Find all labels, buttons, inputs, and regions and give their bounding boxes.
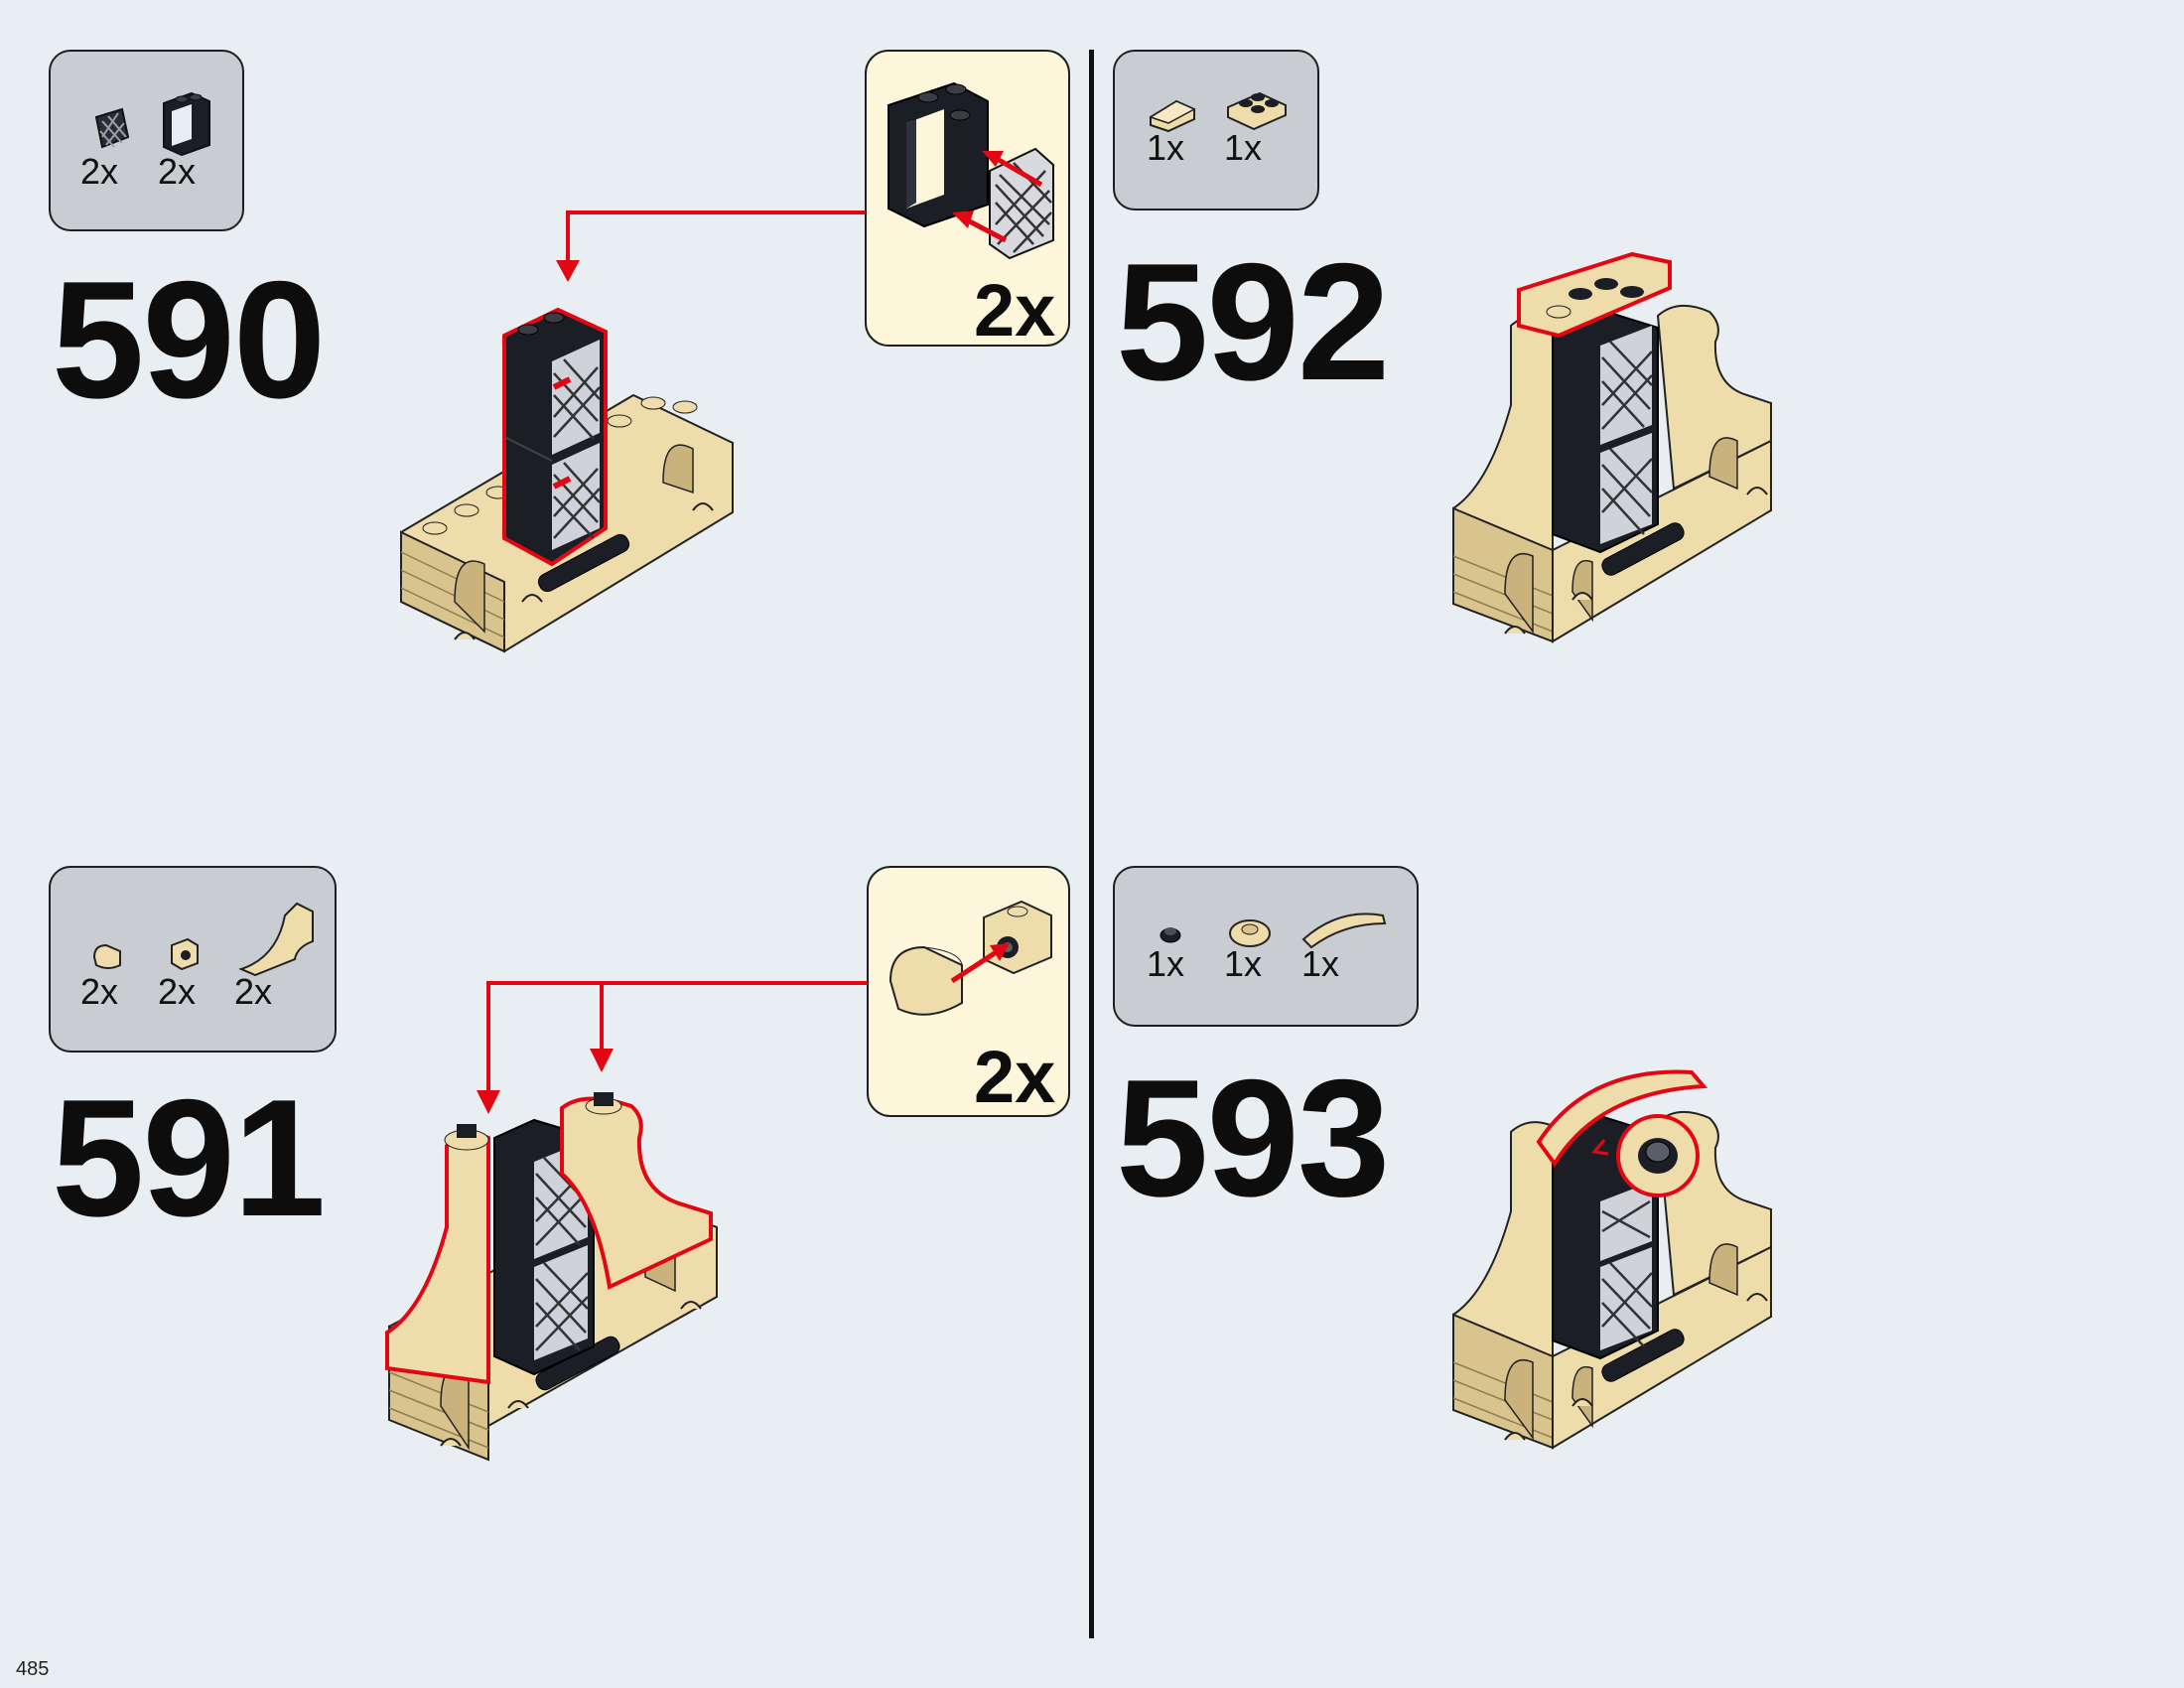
round-plate-icon [1160,927,1181,943]
step-593-parts-list: 1x 1x 1x [1113,866,1419,1027]
step-number: 593 [1116,1045,1390,1231]
round-brick-icon [888,945,963,1016]
window-frame-icon [163,91,210,157]
step-592-parts-list: 1x 1x [1113,50,1319,211]
window-frame-icon [887,81,989,228]
step-590-callout: 2x [865,50,1070,352]
new-jumper-plate [1517,251,1672,339]
tan-curved-arches [385,1092,713,1385]
jumper-plate-icon [1227,91,1287,131]
step-number: 590 [52,246,326,433]
bracket-brick-icon [171,937,199,971]
new-curved-top [1536,1069,1708,1197]
part-qty: 1x [1301,943,1340,984]
step-591-parts-list: 2x 2x 2x [49,866,337,1053]
black-window-stack [502,307,608,567]
round-brick-icon [92,943,121,969]
model-592 [1452,251,1772,643]
tan-arch-wall [1452,305,1772,643]
callout-qty: 2x [974,1036,1056,1118]
assembly-arrow [952,151,1043,243]
round-tile-icon [1229,919,1271,947]
model-590 [400,307,734,653]
part-qty: 2x [80,971,119,1012]
part-qty: 1x [1224,943,1263,984]
part-qty: 2x [158,971,197,1012]
part-qty: 2x [158,151,197,192]
part-qty: 2x [80,151,119,192]
part-qty: 1x [1147,127,1185,168]
part-qty: 1x [1224,127,1263,168]
column-divider [1089,50,1094,1638]
slope-tile-icon [1149,99,1196,133]
callout-qty: 2x [974,269,1056,352]
page-number: 485 [16,1658,50,1680]
step-591-callout: 2x [867,866,1070,1117]
model-591 [385,1092,718,1462]
callout-pointer-arrow [477,981,868,1114]
callout-pointer-arrow [556,211,866,282]
assembly-arrow [950,943,1010,984]
part-qty: 2x [234,971,273,1012]
lattice-panel-icon [989,147,1054,260]
step-590-parts-list: 2x 2x [49,50,244,231]
model-593 [1452,1069,1772,1450]
part-qty: 1x [1147,943,1185,984]
step-number: 592 [1116,228,1390,415]
curved-slope-icon [1301,913,1387,949]
lattice-panel-icon [94,107,130,149]
step-number: 591 [52,1064,326,1251]
black-window-stack [1552,308,1659,554]
arch-curve-icon [238,902,314,977]
